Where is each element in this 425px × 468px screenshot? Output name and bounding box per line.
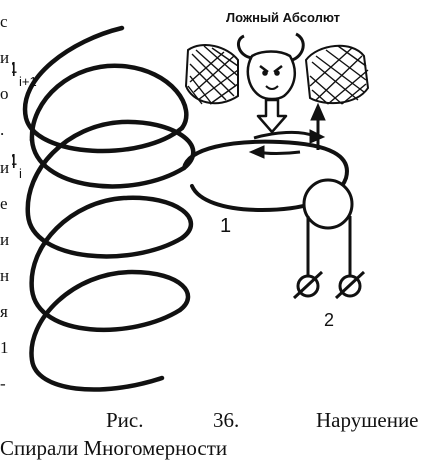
left-wing: [184, 44, 239, 105]
figure-caption: Рис. 36. Нарушение Спирали Многомерности: [0, 400, 425, 468]
element-2: [302, 178, 354, 276]
spiral-label-lower-sub: i: [19, 166, 22, 181]
left-text-fragment: н: [0, 266, 10, 285]
loop-label: 1: [220, 215, 231, 237]
spiral-label-upper-sub: i+1: [19, 74, 37, 89]
left-text-fragment: о: [0, 84, 9, 103]
left-text-fragment: и: [0, 158, 10, 177]
spiral-label-lower: 4: [12, 151, 17, 173]
diagram-canvas: 4 i+1 4 i Ложный Абсолют: [12, 10, 370, 392]
left-text-fragment: .: [0, 120, 5, 139]
left-text-column: с и о . и е и н я 1 -: [0, 12, 12, 400]
left-text-fragment: е: [0, 194, 8, 213]
spiral-diagram: 4 i+1 4 i Ложный Абсолют: [12, 0, 425, 400]
left-text-fragment: я: [0, 302, 8, 321]
spiral-icon: [22, 25, 196, 392]
left-text-fragment: с: [0, 12, 8, 31]
arrow-up-icon: [310, 102, 326, 150]
false-absolute-label: Ложный Абсолют: [226, 10, 340, 25]
caption-number: 36.: [213, 408, 240, 432]
caption-violation-word: Нарушение: [316, 408, 419, 432]
left-text-fragment: 1: [0, 338, 9, 357]
left-text-fragment: и: [0, 230, 10, 249]
left-text-fragment: -: [0, 374, 6, 393]
arrow-down-icon: [256, 98, 288, 134]
loop-1: [182, 139, 349, 213]
left-text-fragment: и: [0, 48, 10, 67]
element-label: 2: [324, 310, 334, 330]
caption-fig-word: Рис.: [106, 408, 144, 432]
horned-face-icon: [184, 32, 370, 105]
spiral-label-upper: 4: [12, 59, 17, 81]
caption-line-1: Рис. 36. Нарушение: [0, 408, 425, 434]
circular-arrows-icon: [248, 129, 326, 159]
right-wing: [304, 44, 370, 105]
ground-symbol-icon: [292, 270, 366, 300]
caption-line-2: Спирали Многомерности: [0, 436, 228, 460]
